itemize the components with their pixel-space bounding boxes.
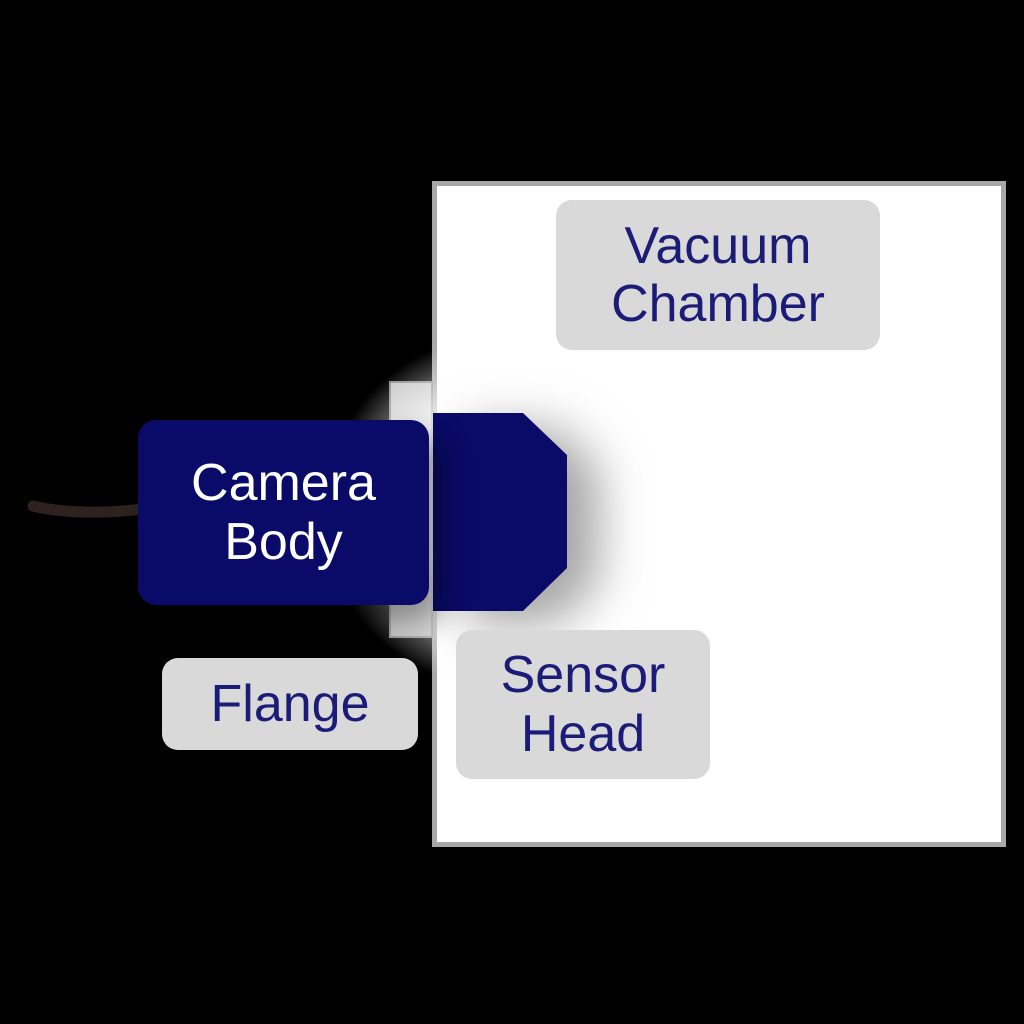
flange-label: Flange [210,674,370,733]
camera-body-label: Camera Body [191,454,376,571]
sensor-head-label: Sensor Head [500,646,666,763]
sensor-head-label-chip: Sensor Head [456,630,710,779]
vacuum-chamber-label-chip: Vacuum Chamber [556,200,880,350]
flange-label-chip: Flange [162,658,418,750]
camera-body-shape: Camera Body [138,420,429,605]
vacuum-chamber-label: Vacuum Chamber [611,216,825,333]
